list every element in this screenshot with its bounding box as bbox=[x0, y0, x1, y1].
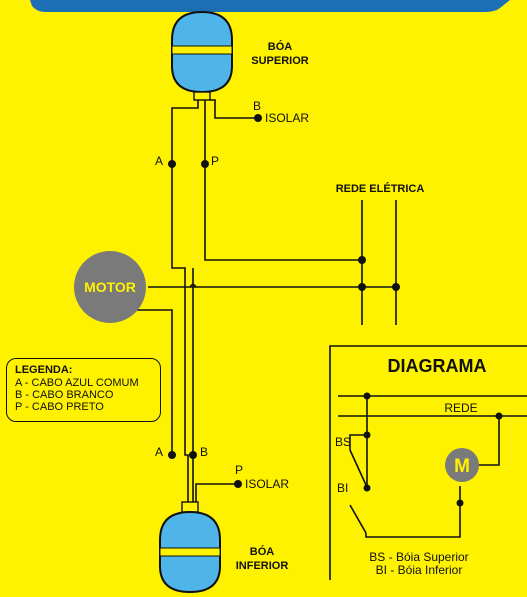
diagram-bs-switch bbox=[349, 449, 367, 486]
diagram-dot-bottom bbox=[456, 499, 464, 507]
diagram-note-1: BS - Bóia Superior bbox=[369, 550, 468, 564]
diagram-bi-label: BI bbox=[337, 481, 348, 495]
wire-b-top-isolar bbox=[210, 99, 258, 119]
dot-b-bottom bbox=[189, 451, 197, 459]
header-bar bbox=[30, 0, 510, 12]
diagram-border bbox=[329, 345, 527, 580]
top-wire-b-label: B bbox=[253, 99, 261, 113]
diagram-dot-rede bbox=[363, 392, 371, 400]
wire-motor-bottom bbox=[130, 309, 173, 455]
diagram-bs-label: BS bbox=[335, 435, 351, 449]
bottom-wire-a-label: A bbox=[155, 445, 163, 459]
diagram-rede-label: REDE bbox=[444, 401, 477, 415]
wire-p-bottom-isolar bbox=[195, 483, 238, 502]
wire-p-top bbox=[204, 100, 362, 261]
motor-label: MOTOR bbox=[84, 279, 136, 295]
top-float-band bbox=[171, 45, 233, 55]
legend-title: LEGENDA: bbox=[15, 364, 73, 376]
diagram-motor-symbol: M bbox=[454, 456, 470, 477]
top-wire-p-label: P bbox=[211, 154, 219, 168]
dot-mains-2 bbox=[358, 283, 366, 291]
dot-a-bottom bbox=[168, 451, 176, 459]
top-float-label-1: BÓA bbox=[268, 40, 293, 53]
diagram-box: DIAGRAMA REDE M BS BI BS - Bóia Superior… bbox=[329, 345, 527, 580]
diagram-dot-rede-2 bbox=[495, 412, 503, 420]
legend-box: LEGENDA: A - CABO AZUL COMUM B - CABO BR… bbox=[6, 358, 161, 422]
wire-a-top bbox=[171, 100, 199, 502]
dot-b-isolar bbox=[254, 114, 262, 122]
bottom-float-cap bbox=[181, 501, 199, 513]
motor: MOTOR bbox=[74, 251, 146, 323]
diagram-motor-to-rede bbox=[479, 416, 500, 466]
mains-label: REDE ELÉTRICA bbox=[336, 182, 425, 195]
diagram-motor-circle bbox=[445, 448, 479, 482]
motor-circle bbox=[74, 251, 146, 323]
bottom-isolar-label: ISOLAR bbox=[245, 477, 289, 491]
top-isolar-label: ISOLAR bbox=[265, 111, 309, 125]
diagram-note-2: BI - Bóia Inferior bbox=[376, 563, 463, 577]
dot-a-top bbox=[168, 160, 176, 168]
diagram-bi-switch bbox=[349, 504, 367, 534]
legend-item-p: P - CABO PRETO bbox=[15, 401, 104, 413]
diagram-bottom-return bbox=[365, 486, 461, 538]
bottom-float-band bbox=[159, 547, 221, 557]
top-float-label-2: SUPERIOR bbox=[251, 55, 309, 67]
top-float bbox=[171, 10, 233, 101]
dot-mains-3 bbox=[392, 283, 400, 291]
junction-dots bbox=[168, 114, 400, 488]
bottom-float-label-2: INFERIOR bbox=[236, 560, 289, 572]
top-float-cap bbox=[193, 91, 211, 101]
dot-p-top bbox=[201, 160, 209, 168]
legend-item-a: A - CABO AZUL COMUM bbox=[15, 377, 139, 389]
top-wire-a-label: A bbox=[155, 154, 163, 168]
bottom-float bbox=[159, 501, 221, 594]
bottom-float-label-1: BÓA bbox=[250, 545, 275, 558]
diagram-left-branch bbox=[349, 396, 368, 450]
bottom-wire-p-label: P bbox=[235, 463, 243, 477]
diagram-dot-bi bbox=[363, 484, 371, 492]
wires bbox=[130, 99, 397, 502]
dot-p-isolar bbox=[234, 480, 242, 488]
legend-item-b: B - CABO BRANCO bbox=[15, 389, 114, 401]
bottom-wire-b-label: B bbox=[200, 445, 208, 459]
diagram-title: DIAGRAMA bbox=[388, 356, 487, 376]
dot-mains-1 bbox=[358, 256, 366, 264]
crossing-hop bbox=[189, 283, 197, 288]
